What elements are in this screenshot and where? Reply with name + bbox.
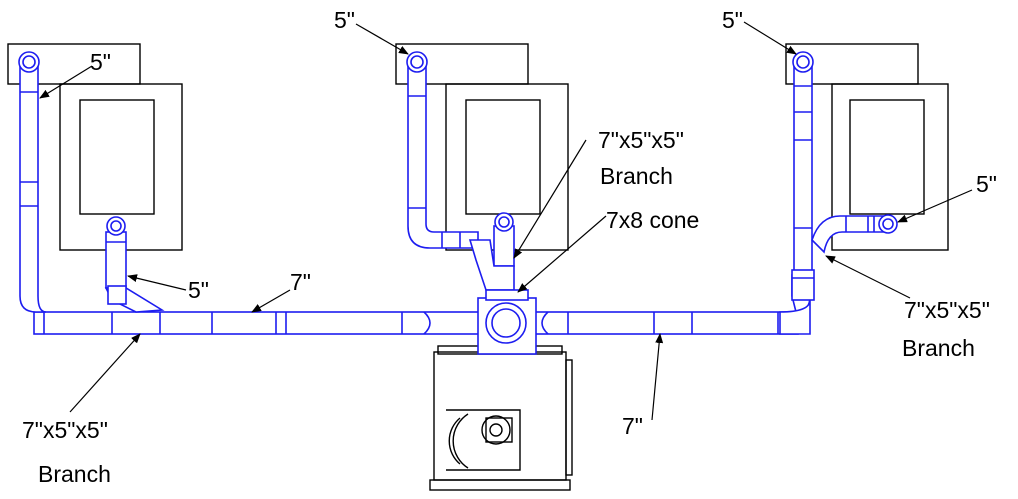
label-cone: 7x8 cone bbox=[606, 207, 699, 233]
label-trunk-size-left: 7" bbox=[290, 269, 311, 295]
label-right-branch-word: Branch bbox=[902, 335, 975, 361]
main-trunk-duct bbox=[33, 311, 799, 335]
right-register-unit bbox=[785, 43, 949, 251]
furnace-unit bbox=[429, 345, 573, 491]
dimension-labels: 5" 5" 7" 7"x5"x5" Branch 5" 7"x5"x5" Bra… bbox=[22, 7, 997, 487]
leader-lines bbox=[39, 21, 973, 421]
label-left-branch-fitting: 7"x5"x5" bbox=[22, 417, 108, 443]
label-middle-riser-size: 5" bbox=[334, 7, 355, 33]
label-middle-branch-fitting: 7"x5"x5" bbox=[598, 127, 684, 153]
label-right-branch-size: 5" bbox=[976, 171, 997, 197]
label-trunk-size-right: 7" bbox=[622, 413, 643, 439]
label-right-riser-size: 5" bbox=[722, 7, 743, 33]
label-left-branch-size: 5" bbox=[188, 277, 209, 303]
label-middle-branch-word: Branch bbox=[600, 163, 673, 189]
label-left-riser-size: 5" bbox=[90, 49, 111, 75]
label-left-branch-word: Branch bbox=[38, 461, 111, 487]
ductwork bbox=[18, 51, 898, 355]
label-right-branch-fitting: 7"x5"x5" bbox=[904, 297, 990, 323]
